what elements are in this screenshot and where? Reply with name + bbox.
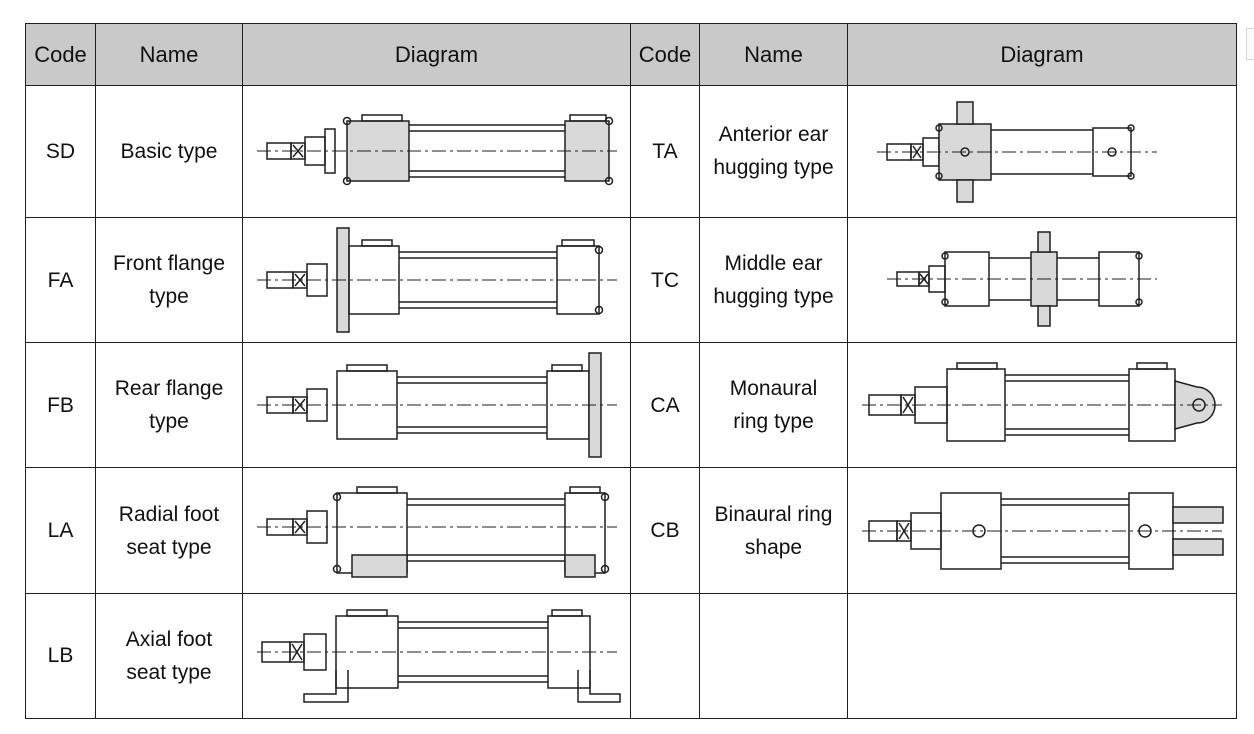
name-line: type: [149, 410, 189, 434]
name-line: Rear flange: [114, 377, 224, 401]
code-cell-empty: [630, 592, 700, 720]
table-row: LB Axial foot seat type: [25, 592, 1237, 720]
diagram-cell: [847, 342, 1237, 469]
diagram-cell: [242, 467, 631, 594]
name-line: shape: [744, 535, 803, 559]
diagram-cell: [242, 592, 631, 720]
name-line: hugging type: [713, 156, 834, 180]
table-row: FB Rear flange type: [25, 342, 1237, 469]
code-cell: LA: [25, 467, 96, 594]
cylinder-mounting-types-table: Code Name Diagram Code Name Diagram SD B…: [25, 23, 1237, 720]
monaural-ring-cylinder-icon: [862, 362, 1222, 443]
basic-type-cylinder-icon: [256, 114, 617, 186]
name-cell: Radial foot seat type: [95, 467, 243, 594]
name-line: Front flange: [112, 252, 226, 276]
name-line: Binaural ring: [714, 502, 833, 526]
diagram-cell-empty: [847, 592, 1237, 720]
header-code: Code: [25, 23, 96, 86]
name-line: Middle ear: [724, 252, 823, 276]
name-line: Anterior ear: [718, 123, 829, 147]
header-row: Code Name Diagram Code Name Diagram: [25, 23, 1237, 86]
code-cell: TA: [630, 85, 700, 218]
name-cell: Binaural ring shape: [699, 467, 848, 594]
name-cell: Basic type: [95, 85, 243, 218]
front-flange-cylinder-icon: [256, 227, 617, 333]
name-cell: Middle ear hugging type: [699, 216, 848, 344]
code-cell: SD: [25, 85, 96, 218]
code-cell: FA: [25, 216, 96, 344]
diagram-cell: [847, 85, 1237, 218]
code-cell: CB: [630, 467, 700, 594]
name-line: ring type: [733, 410, 814, 434]
diagram-cell: [242, 216, 631, 344]
axial-foot-cylinder-icon: [256, 609, 621, 703]
diagram-cell: [847, 467, 1237, 594]
name-line: seat type: [126, 660, 212, 684]
name-line: Axial foot: [125, 627, 213, 651]
diagram-cell: [847, 216, 1237, 344]
code-cell: FB: [25, 342, 96, 469]
name-cell: Monaural ring type: [699, 342, 848, 469]
scroll-edge-marker: [1246, 28, 1254, 60]
code-cell: CA: [630, 342, 700, 469]
code-cell: LB: [25, 592, 96, 720]
header-name: Name: [95, 23, 243, 86]
table-row: LA Radial foot seat type: [25, 467, 1237, 594]
header-diagram-right: Diagram: [847, 23, 1237, 86]
middle-ear-cylinder-icon: [887, 231, 1157, 327]
binaural-ring-cylinder-icon: [862, 491, 1224, 570]
name-cell: Rear flange type: [95, 342, 243, 469]
diagram-cell: [242, 85, 631, 218]
name-cell-empty: [699, 592, 848, 720]
table-row: SD Basic type: [25, 85, 1237, 218]
header-diagram: Diagram: [242, 23, 631, 86]
name-line: type: [149, 285, 189, 309]
name-cell: Axial foot seat type: [95, 592, 243, 720]
name-cell: Anterior ear hugging type: [699, 85, 848, 218]
code-cell: TC: [630, 216, 700, 344]
anterior-ear-cylinder-icon: [877, 101, 1157, 204]
rear-flange-cylinder-icon: [256, 352, 617, 459]
name-line: Radial foot: [118, 502, 220, 526]
name-line: Basic type: [120, 139, 218, 163]
name-line: hugging type: [713, 285, 834, 309]
name-line: seat type: [126, 535, 212, 559]
table-row: FA Front flange type: [25, 216, 1237, 344]
header-name-right: Name: [699, 23, 848, 86]
radial-foot-cylinder-icon: [256, 485, 617, 578]
diagram-cell: [242, 342, 631, 469]
name-line: Monaural: [729, 377, 818, 401]
header-code-right: Code: [630, 23, 700, 86]
name-cell: Front flange type: [95, 216, 243, 344]
